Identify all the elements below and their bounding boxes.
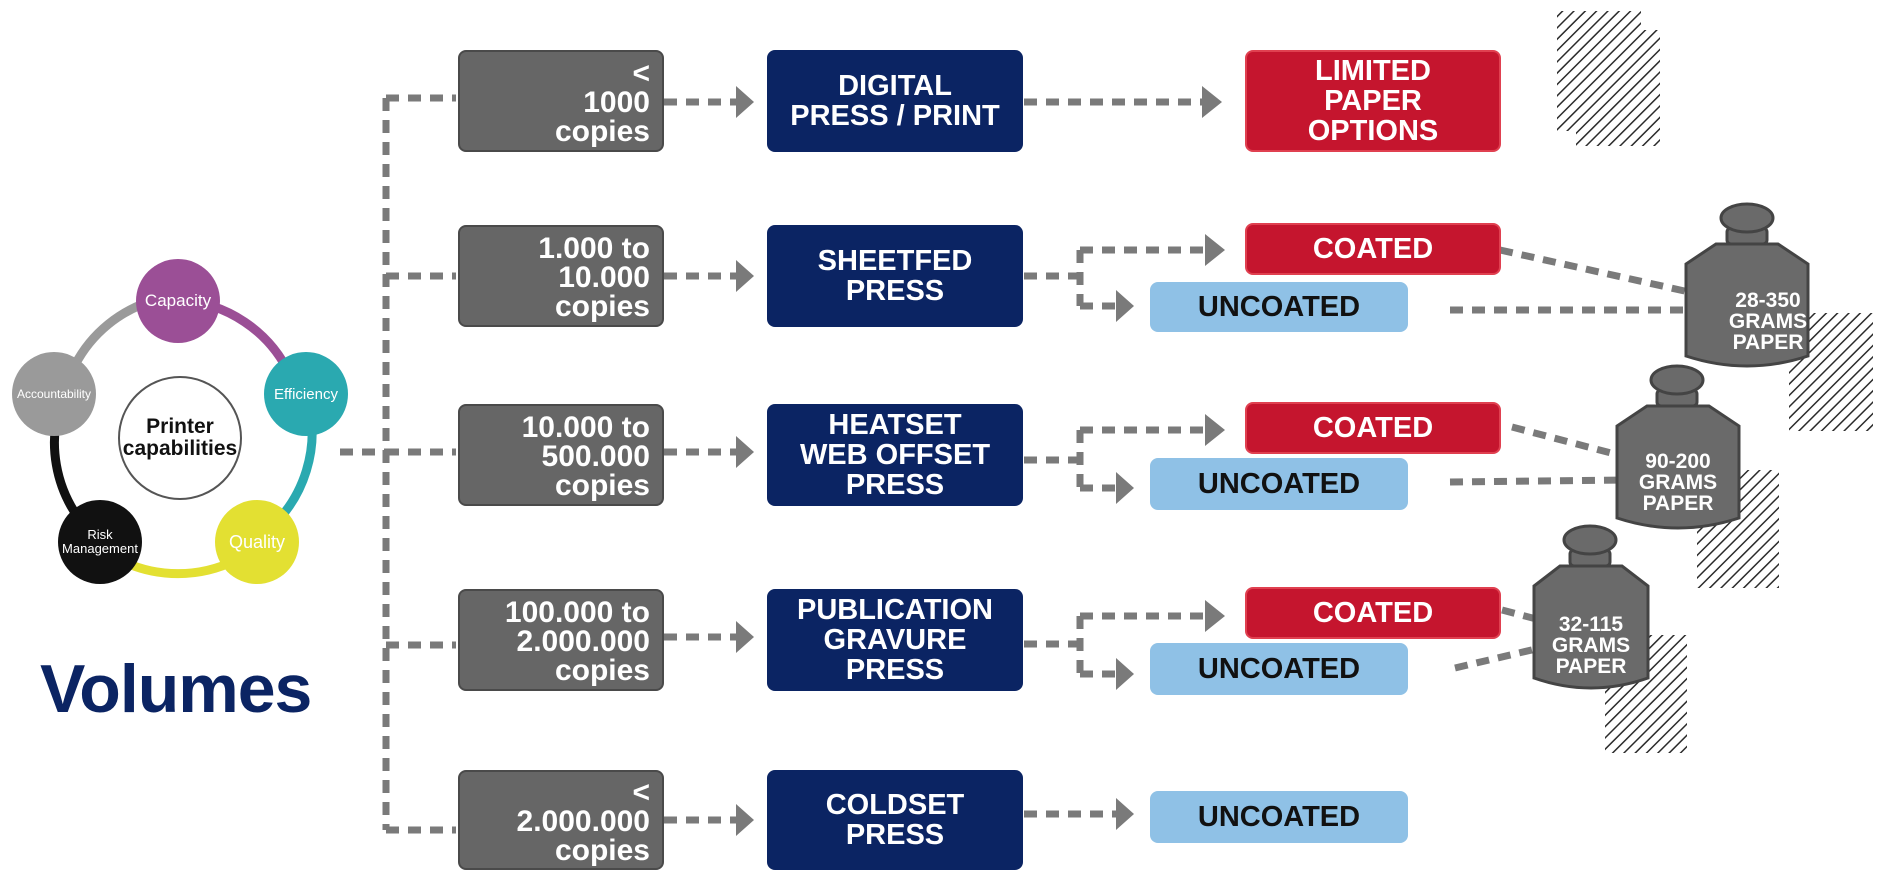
uncoated-box-row2: UNCOATED — [1150, 282, 1408, 332]
volume-label-1: < 1000 copies — [554, 56, 650, 148]
volume-box-4: 100.000 to 2.000.000 copies — [458, 589, 664, 691]
uncoated-box-row5: UNCOATED — [1150, 791, 1408, 843]
volume-label-4: 100.000 to 2.000.000 copies — [504, 595, 650, 687]
press-sheetfed: SHEETFED PRESS — [767, 225, 1023, 327]
risk-management-node: Risk Management — [58, 500, 142, 584]
weight-1 — [1684, 202, 1810, 368]
efficiency-node: Efficiency — [264, 352, 348, 436]
arrowheads — [736, 86, 1225, 836]
press-digital: DIGITAL PRESS / PRINT — [767, 50, 1023, 152]
capacity-node: Capacity — [136, 259, 220, 343]
volumes-title: Volumes — [40, 651, 312, 727]
volume-label-5: < 2.000.000 copies — [516, 775, 650, 867]
quality-node: Quality — [215, 500, 299, 584]
volume-box-1: < 1000 copies — [458, 50, 664, 152]
weight-label-1: 28-350 GRAMS PAPER — [1728, 289, 1808, 354]
press-gravure: PUBLICATION GRAVURE PRESS — [767, 589, 1023, 691]
press-coldset: COLDSET PRESS — [767, 770, 1023, 870]
limited-paper-options: LIMITED PAPER OPTIONS — [1245, 50, 1501, 152]
volume-box-3: 10.000 to 500.000 copies — [458, 404, 664, 506]
volume-label-3: 10.000 to 500.000 copies — [521, 410, 650, 502]
weight-2 — [1615, 364, 1741, 530]
weight-3 — [1532, 524, 1650, 690]
coated-box-row2: COATED — [1245, 223, 1501, 275]
uncoated-box-row3: UNCOATED — [1150, 458, 1408, 510]
accountability-node: Accountability — [12, 352, 96, 436]
coated-box-row3: COATED — [1245, 402, 1501, 454]
coated-box-row4: COATED — [1245, 587, 1501, 639]
volume-box-5: < 2.000.000 copies — [458, 770, 664, 870]
uncoated-box-row4: UNCOATED — [1150, 643, 1408, 695]
weight-label-3: 32-115 GRAMS PAPER — [1551, 613, 1631, 678]
weight-label-2: 90-200 GRAMS PAPER — [1638, 450, 1718, 515]
volume-box-2: 1.000 to 10.000 copies — [458, 225, 664, 327]
hatch-decorations — [1557, 11, 1873, 753]
volume-label-2: 1.000 to 10.000 copies — [538, 231, 650, 323]
press-heatset: HEATSET WEB OFFSET PRESS — [767, 404, 1023, 506]
printer-capabilities-center: Printer capabilities — [118, 376, 242, 500]
